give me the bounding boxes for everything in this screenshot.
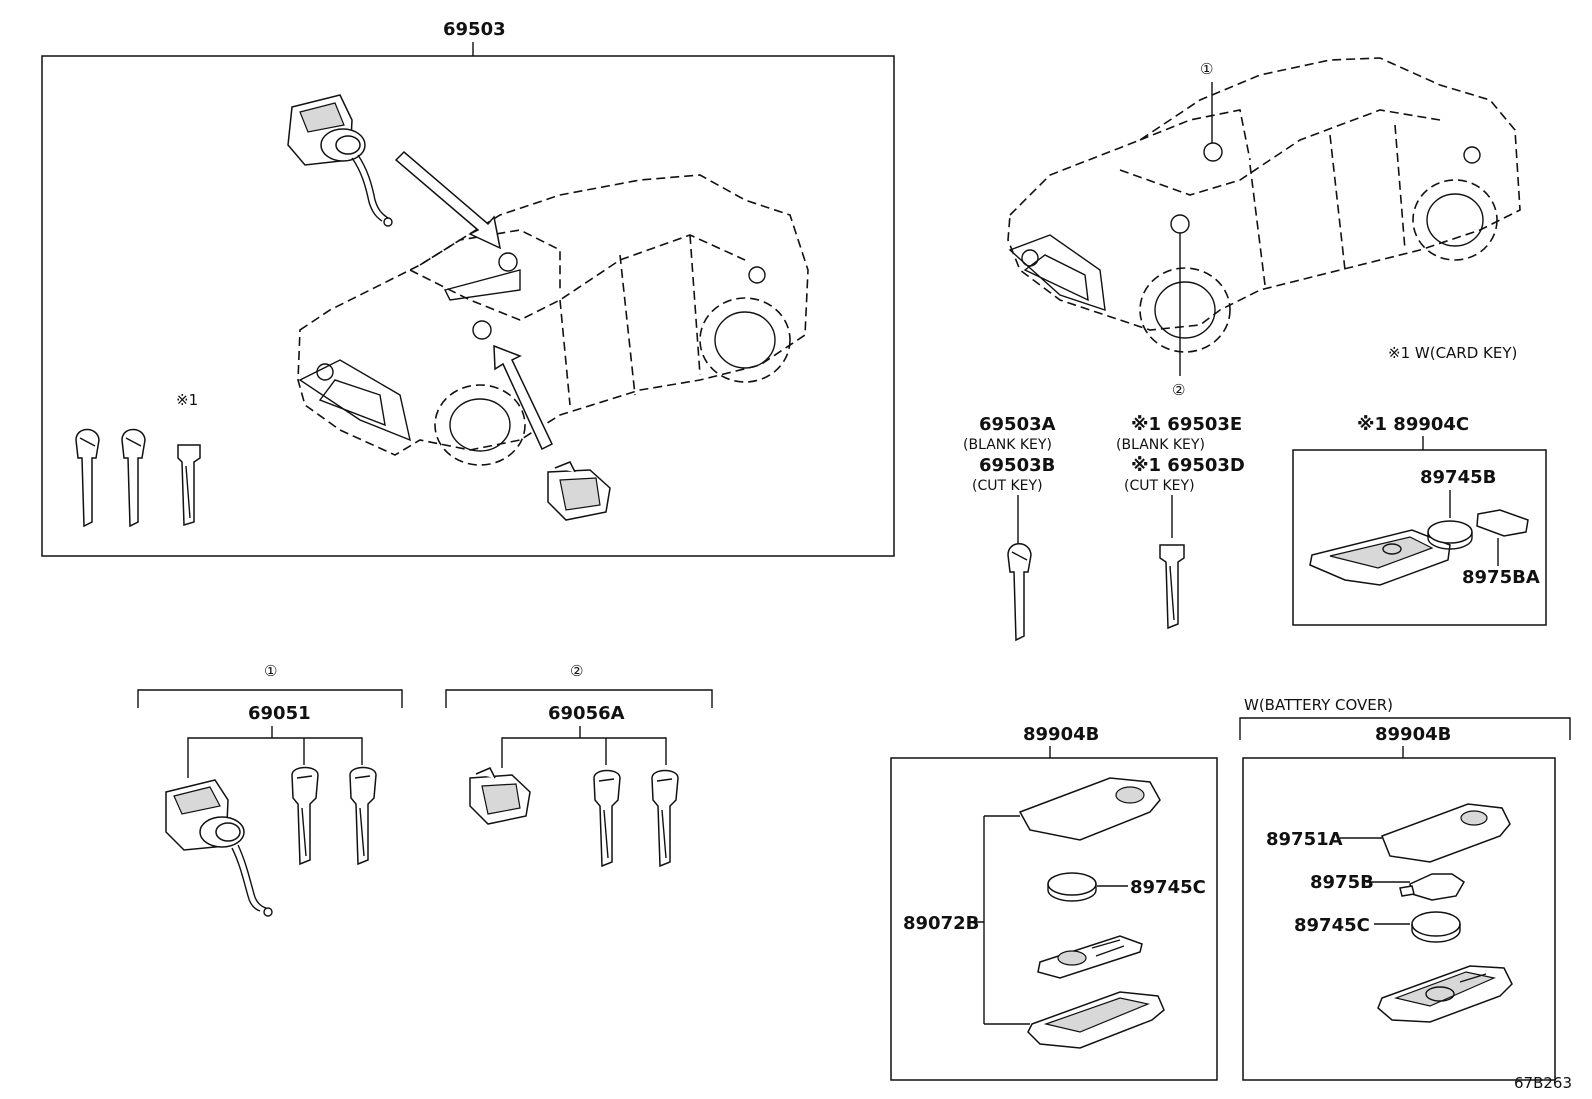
bracket-battery-cover (1239, 717, 1571, 740)
key-69503A-illustration (1007, 543, 1032, 642)
fob-89904B-frame-right (1242, 757, 1556, 1081)
key-69056A-b-illustration (651, 769, 679, 868)
bracket-69051-items (187, 737, 363, 778)
label-89904B-right: 89904B (1375, 724, 1451, 745)
keys-group-left (75, 428, 201, 528)
key-69056A-a-illustration (593, 769, 621, 868)
callout-2-bottom: ② (570, 662, 583, 680)
card-key-illustration (1309, 529, 1451, 586)
note-mark-card-key: ※1 (176, 391, 198, 409)
label-69503A: 69503A (979, 414, 1056, 435)
label-cut-key-b: (CUT KEY) (972, 478, 1043, 494)
ignition-cylinder-illustration (287, 94, 393, 227)
fob-case-89751A-illustration (1381, 803, 1511, 863)
bracket-89072B (968, 815, 1030, 1025)
label-69051: 69051 (248, 703, 311, 724)
bracket-69056A-items (501, 737, 667, 768)
label-69056A: 69056A (548, 703, 625, 724)
label-89745B: 89745B (1420, 467, 1496, 488)
cover-8975B-illustration (1399, 873, 1465, 901)
vehicle-illustration-left (297, 174, 809, 466)
arrow-to-door-lock (493, 344, 553, 451)
label-69503D: ※1 69503D (1131, 455, 1245, 476)
label-69503B: 69503B (979, 455, 1055, 476)
arrow-to-ignition (394, 150, 502, 250)
diagram-id: 67B263 (1514, 1074, 1572, 1092)
note-card-key: ※1 W(CARD KEY) (1388, 344, 1517, 362)
key-69051-b-illustration (349, 766, 377, 866)
label-89904B-left: 89904B (1023, 724, 1099, 745)
callout-2-top: ② (1172, 381, 1185, 399)
label-cut-key-d: (CUT KEY) (1124, 478, 1195, 494)
fob-89904B-frame-left (890, 757, 1218, 1081)
vehicle-illustration-right (1007, 57, 1521, 353)
battery-89745B-illustration (1427, 520, 1473, 550)
battery-89745C-left-illustration (1047, 872, 1097, 902)
key-69503E-illustration (1159, 544, 1185, 630)
label-89751A: 89751A (1266, 829, 1343, 850)
label-8975B: 8975B (1310, 872, 1374, 893)
label-8975BA: 8975BA (1462, 567, 1540, 588)
door-lock-cylinder-69056A-illustration (469, 767, 531, 825)
callout-1-bottom: ① (264, 662, 277, 680)
label-89745C-left: 89745C (1130, 877, 1206, 898)
note-battery-cover: W(BATTERY COVER) (1244, 696, 1393, 714)
bracket-69056A (445, 689, 713, 708)
circuit-board-illustration (1037, 935, 1143, 979)
label-69503: 69503 (443, 19, 506, 40)
label-blank-key-e: (BLANK KEY) (1116, 437, 1205, 453)
callout-1-top: ① (1200, 60, 1213, 78)
label-89745C-right: 89745C (1294, 915, 1370, 936)
label-89072B: 89072B (903, 913, 979, 934)
key-69051-a-illustration (291, 766, 319, 866)
fob-case-top-illustration (1018, 777, 1161, 841)
cover-8975BA-illustration (1476, 509, 1529, 537)
fob-case-bottom-illustration (1027, 991, 1165, 1049)
label-blank-key-a: (BLANK KEY) (963, 437, 1052, 453)
door-lock-cylinder-illustration (547, 461, 611, 521)
assembly-69503-frame (41, 55, 895, 557)
battery-89745C-right-illustration (1411, 911, 1461, 943)
bracket-69051 (137, 689, 403, 708)
label-69503E: ※1 69503E (1131, 414, 1242, 435)
card-key-frame (1292, 449, 1547, 626)
label-89904C: ※1 89904C (1357, 414, 1469, 435)
ignition-cylinder-69051-illustration (165, 779, 273, 917)
fob-base-right-illustration (1377, 965, 1513, 1023)
